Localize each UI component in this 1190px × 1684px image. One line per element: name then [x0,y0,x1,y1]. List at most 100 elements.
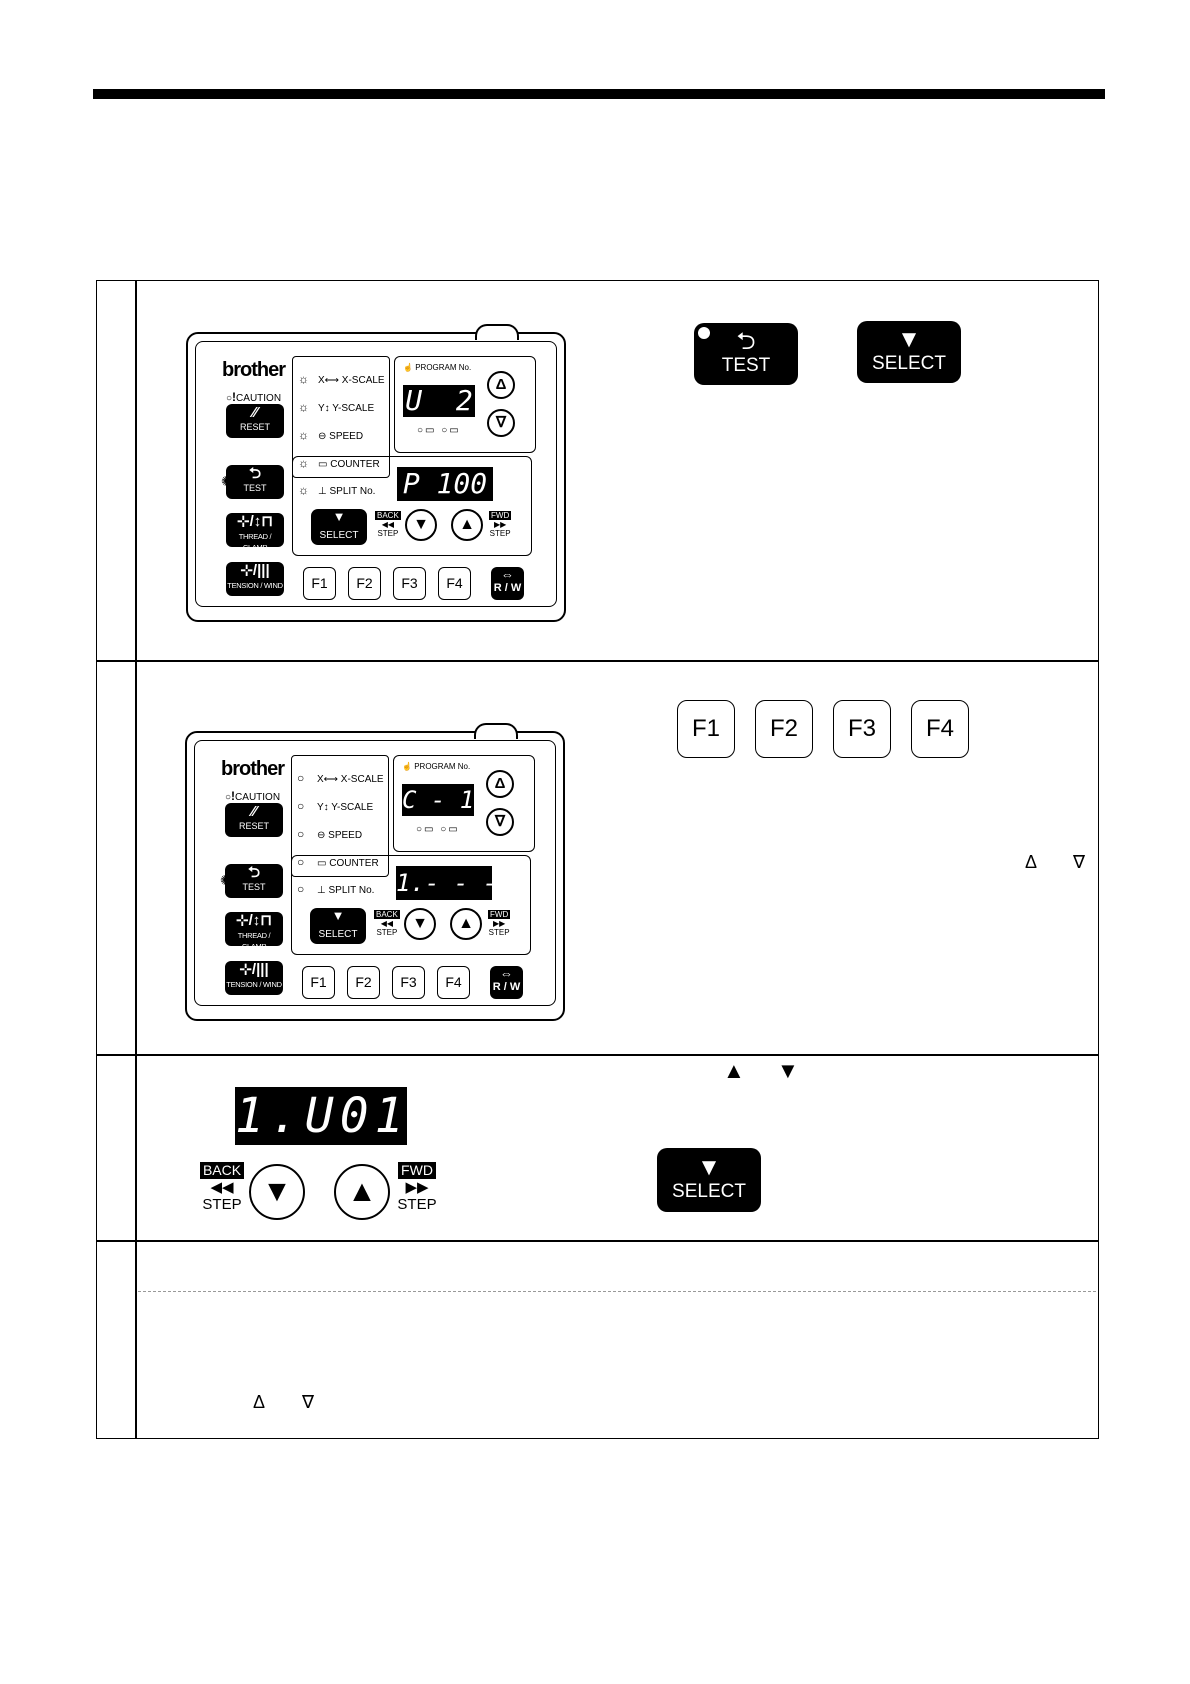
f1-key[interactable]: F1 [302,966,335,999]
reset-button[interactable]: ⁄⁄RESET [226,404,284,438]
select-button[interactable]: ▼SELECT [310,908,366,944]
led-off-icon: ○ [297,855,305,869]
f3-key[interactable]: F3 [392,966,425,999]
select-button[interactable]: ▼SELECT [311,509,367,545]
operation-panel-illustration: brother ○!CAUTION ⁄⁄RESET ✺ ⮌TEST ⊹/↕⊓TH… [185,723,565,1021]
tension-wind-label: TENSION / WIND [226,980,282,989]
test-key[interactable]: ⮌ TEST [694,323,798,385]
reset-label: RESET [238,821,269,831]
hand-icon: ☝ [402,762,412,771]
led-display: 1.U01 [235,1087,410,1145]
led-blink-icon: ☼ [298,456,309,470]
caution-label: CAUTION [236,393,282,404]
program-up-button[interactable]: Δ [486,770,514,798]
step-label: STEP [202,1196,242,1213]
back-step-button[interactable]: ▼ [405,509,437,541]
test-led-icon [698,327,710,339]
f4-key[interactable]: F4 [911,700,969,758]
tension-wind-button[interactable]: ⊹/|||TENSION / WIND [226,562,284,596]
thread-clamp-button[interactable]: ⊹/↕⊓THREAD / CLAMP [226,513,284,552]
step-label: STEP [489,529,511,538]
panel-tab [474,723,518,739]
f4-key[interactable]: F4 [437,966,470,999]
f3-key[interactable]: F3 [833,700,891,758]
led-blink-icon: ☼ [298,400,309,414]
y-scale-row: ○Y↕ Y-SCALE [297,799,374,813]
test-button[interactable]: ⮌TEST [226,465,284,499]
back-step-button[interactable]: ▼ [404,908,436,940]
read-write-key[interactable]: ⇔R / W [491,567,524,600]
select-key[interactable]: ▼ SELECT [657,1148,761,1212]
reset-button[interactable]: ⁄⁄RESET [225,803,283,837]
rw-label: R / W [492,981,521,993]
led-off-icon: ○ [297,882,305,896]
f3-key[interactable]: F3 [393,567,426,600]
x-scale-row: ○X⟷ X-SCALE [297,771,384,785]
program-up-button[interactable]: Δ [487,371,515,399]
led-blink-icon: ☼ [298,372,309,386]
fwd-step-label: FWD▶▶STEP [397,1162,437,1213]
speed-row: ☼⊖ SPEED [298,428,364,442]
table-column-divider [135,281,137,1438]
test-label: TEST [242,882,266,892]
y-scale-row: ☼Y↕ Y-SCALE [298,400,375,414]
down-triangle-icon: ▼ [897,326,921,353]
program-down-button[interactable]: ∇ [487,409,515,437]
caution-label: CAUTION [235,792,281,803]
back-step-button[interactable]: ▼ [249,1164,305,1220]
x-scale-label: X-SCALE [341,375,385,386]
caution-indicator: ○!CAUTION [225,789,281,803]
program-number-display: U 2 [403,385,475,417]
header-rule [93,89,1105,99]
step-label: STEP [377,529,399,538]
read-write-key[interactable]: ⇔R / W [490,966,523,999]
procedure-table [96,280,1099,1439]
split-label: SPLIT No. [328,885,375,896]
back-label: BACK [375,511,401,520]
f2-key[interactable]: F2 [348,567,381,600]
test-button[interactable]: ⮌TEST [225,864,283,898]
fwd-step-button[interactable]: ▲ [451,509,483,541]
y-scale-label: Y-SCALE [331,802,374,813]
program-down-button[interactable]: ∇ [486,808,514,836]
step-label: STEP [376,928,398,937]
program-label: ☝ PROGRAM No. [403,363,472,372]
test-label: TEST [243,483,267,493]
f2-key[interactable]: F2 [755,700,813,758]
table-row-divider [97,1240,1098,1242]
f1-key[interactable]: F1 [677,700,735,758]
led-off-icon: ○ [297,799,305,813]
mode-box [291,755,389,877]
dashed-divider [138,1291,1096,1292]
f2-key[interactable]: F2 [347,966,380,999]
led-blink-icon: ☼ [298,483,309,497]
led-blink-icon: ☼ [298,428,309,442]
thread-clamp-button[interactable]: ⊹/↕⊓THREAD / CLAMP [225,912,283,951]
panel-inner-frame [195,341,557,607]
select-key[interactable]: ▼ SELECT [857,321,961,383]
tension-wind-button[interactable]: ⊹/|||TENSION / WIND [225,961,283,995]
down-arrow-outline-icon: ∇ [1073,852,1086,872]
counter-row: ☼▭ COUNTER [298,456,380,470]
fwd-step-button[interactable]: ▲ [334,1164,390,1220]
brand-logo: brother [221,758,285,780]
back-label: BACK [374,910,400,919]
caution-indicator: ○!CAUTION [226,390,282,404]
f1-key[interactable]: F1 [303,567,336,600]
thread-clamp-label: THREAD / CLAMP [237,931,271,951]
reset-label: RESET [239,422,270,432]
fwd-step-button[interactable]: ▲ [450,908,482,940]
back-step-label: BACK◀◀STEP [374,910,400,937]
test-key-label: TEST [721,355,771,376]
down-triangle-icon: ▼ [697,1154,721,1181]
x-scale-row: ☼X⟷ X-SCALE [298,372,385,386]
f4-key[interactable]: F4 [438,567,471,600]
fwd-label: FWD [488,910,511,919]
value-box: 1.- - - ▼SELECT BACK◀◀STEP ▼ ▲ FWD▶▶STEP [291,855,531,955]
hand-icon: ☝ [403,363,413,372]
speed-label: SPEED [328,830,363,841]
down-arrow-outline-icon: ∇ [302,1392,315,1412]
value-display: P 100 [397,467,493,501]
fwd-step-label: FWD▶▶STEP [489,511,512,538]
panel-inner-frame [194,740,556,1006]
